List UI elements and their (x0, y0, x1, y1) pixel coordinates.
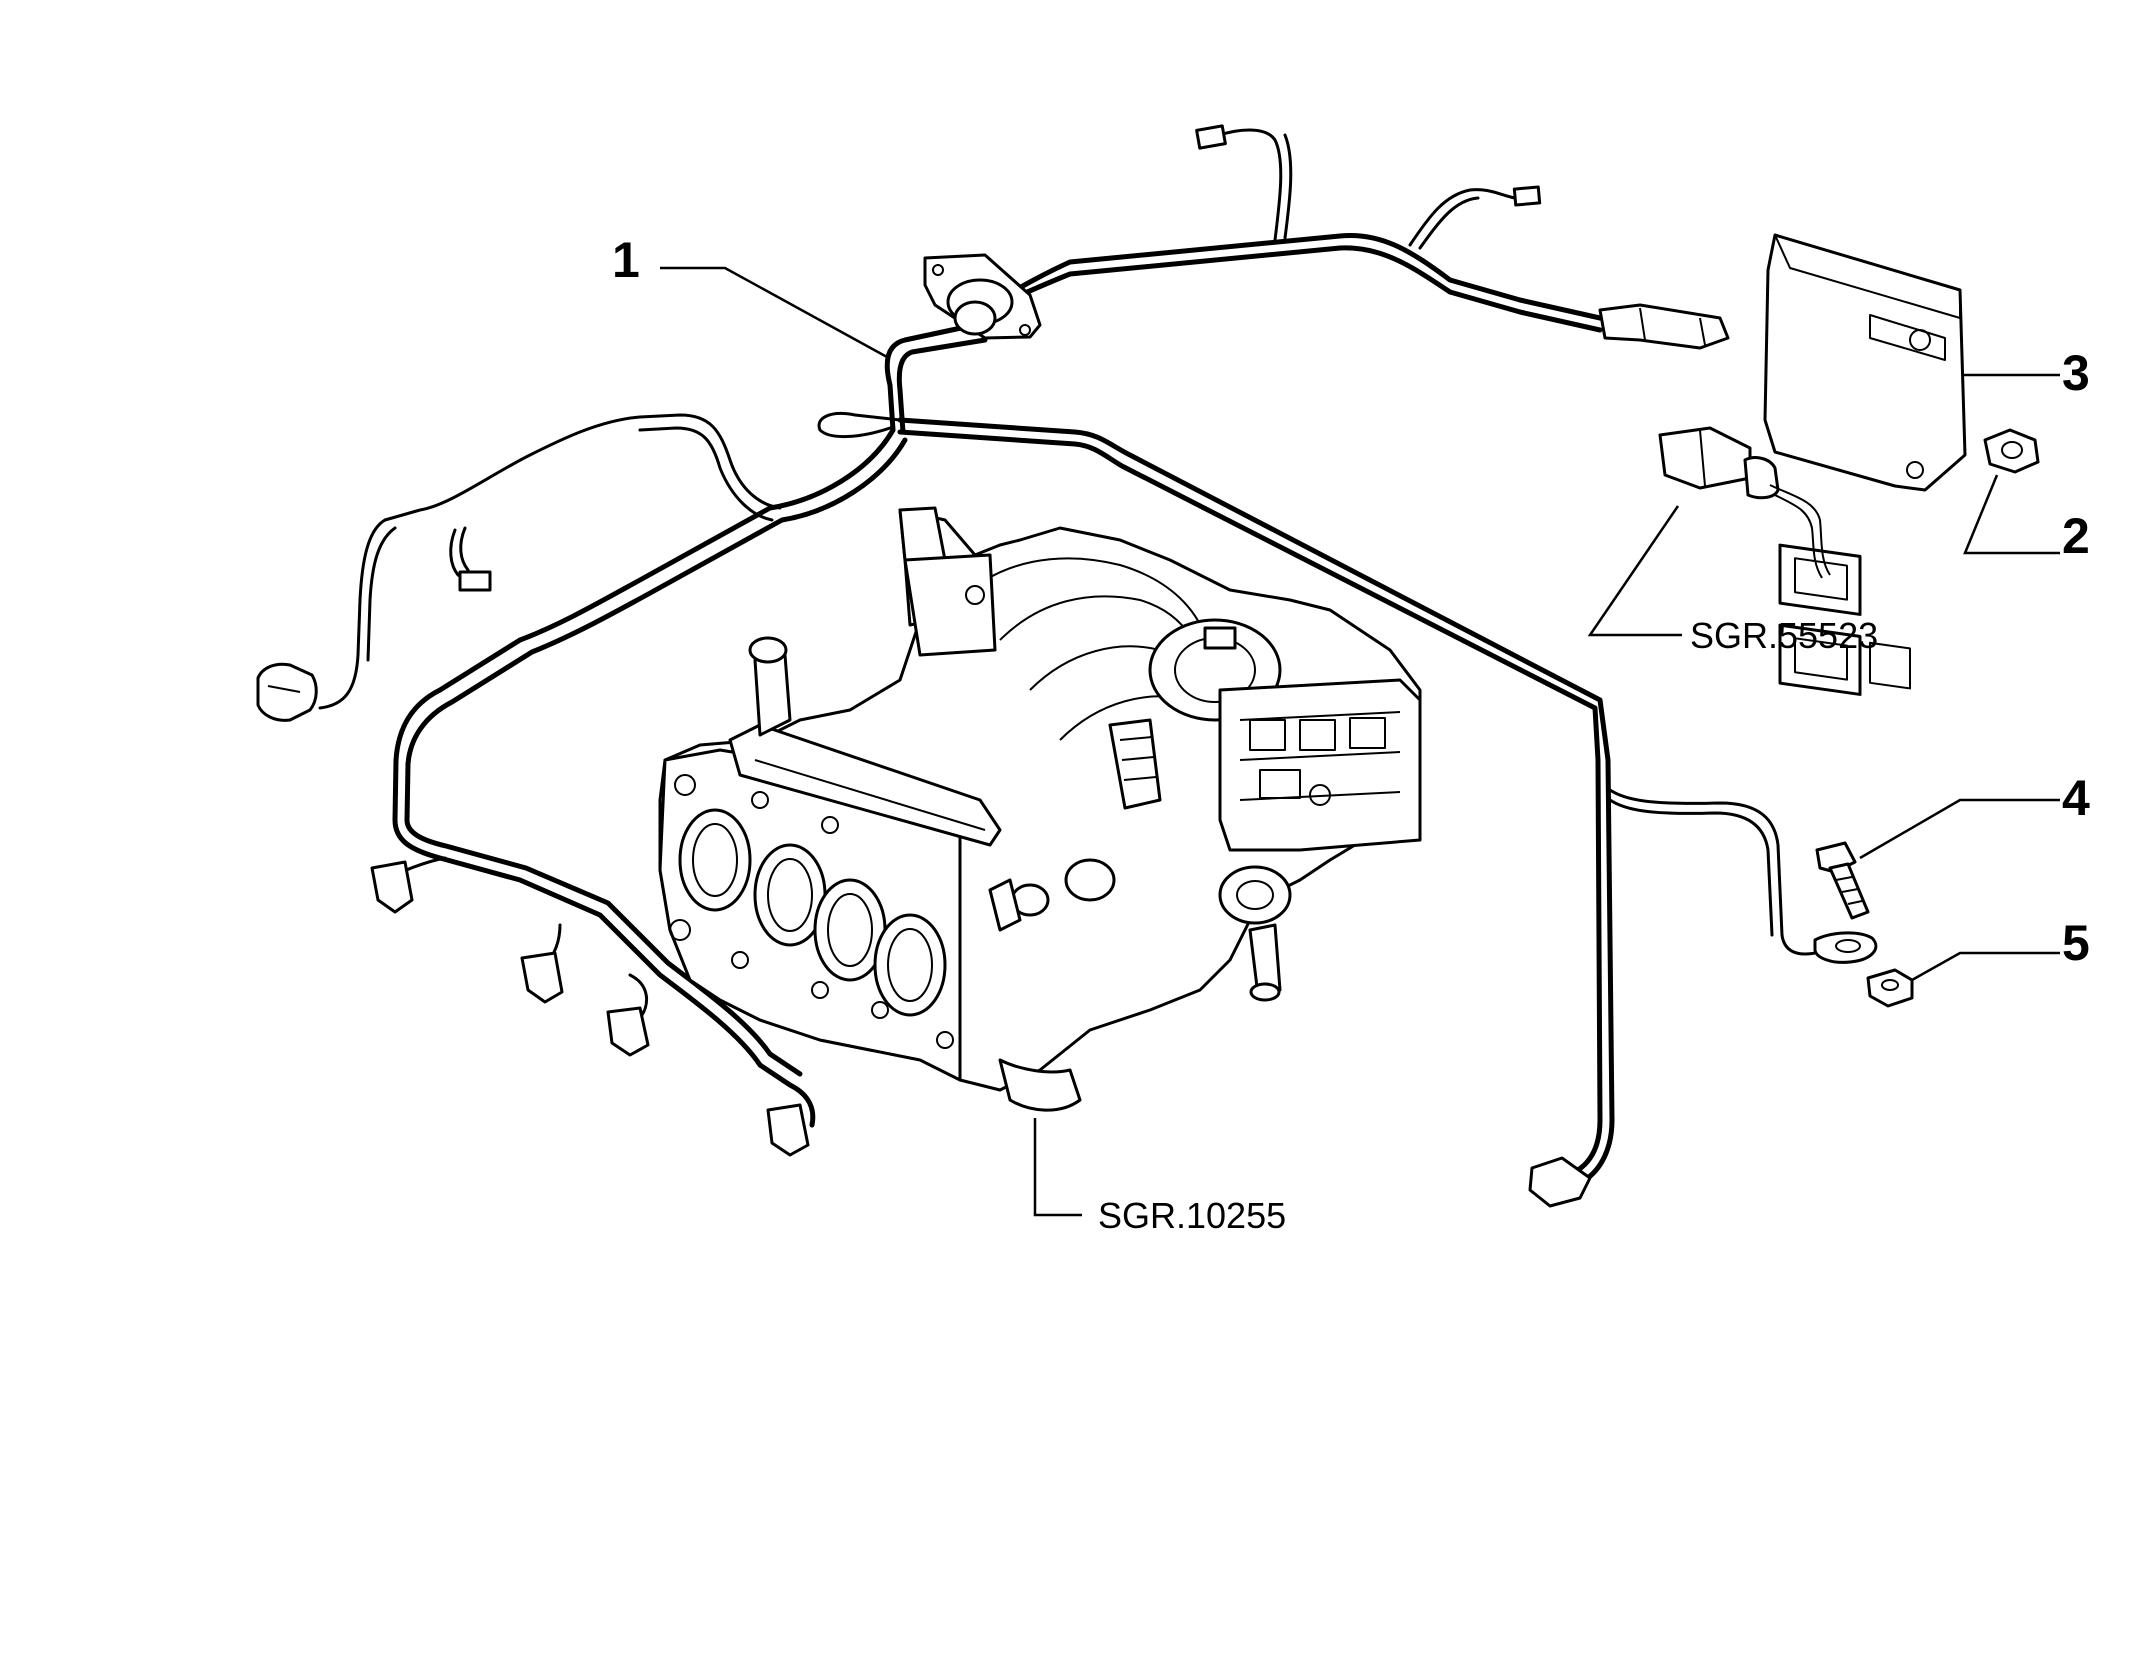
reference-sgr55523: SGR.55523 (1690, 615, 1878, 656)
bolt-part-4 (1815, 841, 1870, 920)
callout-4: 4 (2062, 770, 2090, 826)
connector-bottom (1528, 1156, 1592, 1208)
leader-4 (1859, 798, 2060, 860)
ground-ring-terminal (1813, 931, 1878, 964)
connector-top-right (1512, 185, 1542, 207)
connector-left-round (256, 662, 318, 722)
injector-connectors (370, 860, 810, 1157)
nut-part-2 (1983, 428, 2040, 474)
callout-2: 2 (2062, 508, 2090, 564)
leader-sgr55523 (1587, 505, 1682, 637)
control-module (1763, 233, 1967, 696)
harness-connector-right (1598, 303, 1730, 350)
callout-1: 1 (612, 232, 640, 288)
leader-lines (660, 266, 2060, 1217)
callout-3: 3 (2062, 345, 2090, 401)
connector-detail-sgr55523 (1658, 426, 1831, 579)
leader-sgr10255 (1033, 1118, 1082, 1217)
callout-5: 5 (2062, 915, 2090, 971)
grommet-plate (923, 253, 1042, 340)
nut-part-5 (1866, 968, 1914, 1008)
intake-manifold (658, 506, 1422, 1112)
connector-top-left (1195, 124, 1227, 150)
connector-left-small (458, 570, 492, 592)
leader-1 (660, 266, 888, 359)
reference-sgr10255: SGR.10255 (1098, 1195, 1286, 1236)
leader-2 (1963, 474, 2060, 555)
leader-5 (1911, 951, 2060, 982)
